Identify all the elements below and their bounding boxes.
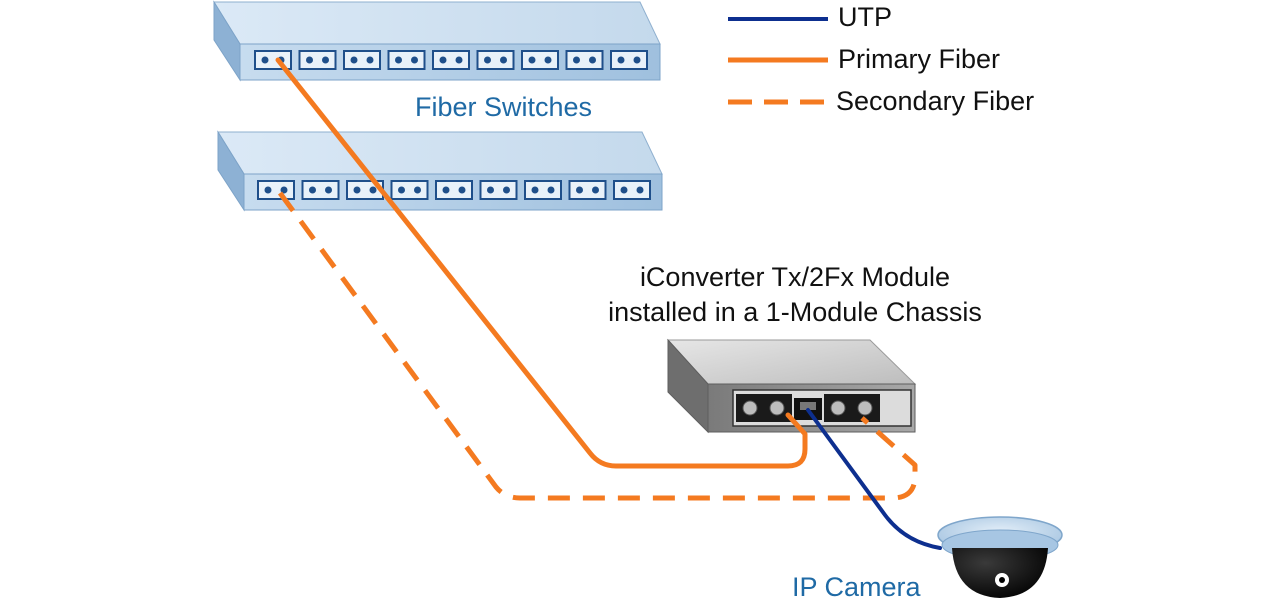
switch-port-pin [261, 56, 269, 64]
dome-camera-icon [937, 516, 1063, 598]
switch-port [479, 180, 518, 200]
switch-port [343, 50, 381, 70]
legend-secondary-label: Secondary Fiber [836, 86, 1035, 116]
switch-port [613, 180, 651, 200]
switch-port-pin [589, 56, 596, 64]
switch-port-pin [458, 186, 466, 194]
legend-primary-label: Primary Fiber [838, 44, 1001, 74]
switch-port-pin [353, 186, 361, 194]
chassis-module [666, 338, 917, 434]
switch-port [568, 180, 607, 200]
switch-port-pin [484, 56, 491, 64]
primary-fiber-cable [275, 57, 808, 469]
switch-port-pin [636, 186, 644, 194]
switch-port-pin [455, 56, 463, 64]
switch-port-pin [592, 186, 599, 194]
switch-port-pin [503, 186, 510, 194]
switch-port-pin [573, 56, 580, 64]
cables [275, 57, 942, 550]
switch-port-pin [620, 186, 628, 194]
legend [728, 17, 828, 105]
switch-port-pin [398, 186, 405, 194]
switch-port [390, 180, 429, 200]
switch-top-ports [254, 50, 648, 70]
switch-port-pin [350, 56, 358, 64]
fiber-switch-top [213, 0, 661, 82]
switch-port [610, 50, 648, 70]
switch-port-pin [487, 186, 494, 194]
switch-port-pin [531, 186, 539, 194]
switch-port-pin [366, 56, 374, 64]
switch-port-pin [280, 186, 288, 194]
switch-port [435, 180, 473, 200]
switch-port-pin [547, 186, 555, 194]
switch-port-pin [325, 186, 332, 194]
fiber-switch-bottom [217, 130, 663, 212]
switch-port-pin [439, 56, 447, 64]
switch-port [565, 50, 604, 70]
switch-port-pin [306, 56, 313, 64]
secondary-fiber-cable [277, 191, 918, 501]
switch-port-pin [309, 186, 316, 194]
module-label-line2: installed in a 1-Module Chassis [608, 297, 982, 327]
switch-port-pin [322, 56, 329, 64]
switch-port-pin [544, 56, 552, 64]
switch-port [524, 180, 562, 200]
switch-port [476, 50, 515, 70]
fiber-switches-label: Fiber Switches [415, 92, 593, 122]
switch-port-pin [528, 56, 536, 64]
switch-port [257, 180, 295, 200]
switch-port-pin [264, 186, 272, 194]
switch-port [301, 180, 340, 200]
switch-port [521, 50, 559, 70]
switch-port [432, 50, 470, 70]
switch-port-pin [411, 56, 418, 64]
legend-utp-label: UTP [838, 2, 892, 32]
switch-port-pin [500, 56, 507, 64]
switch-port-pin [442, 186, 450, 194]
switch-port [298, 50, 337, 70]
switch-port-pin [395, 56, 402, 64]
switch-bottom-ports [257, 180, 651, 200]
switch-port-pin [414, 186, 421, 194]
utp-cable [806, 408, 942, 550]
module-label-line1: iConverter Tx/2Fx Module [639, 262, 951, 292]
switch-port-pin [576, 186, 583, 194]
switch-port-pin [369, 186, 377, 194]
switch-port [387, 50, 426, 70]
ip-camera-label: IP Camera [792, 572, 921, 602]
switch-port-pin [633, 56, 641, 64]
switch-port-pin [617, 56, 625, 64]
